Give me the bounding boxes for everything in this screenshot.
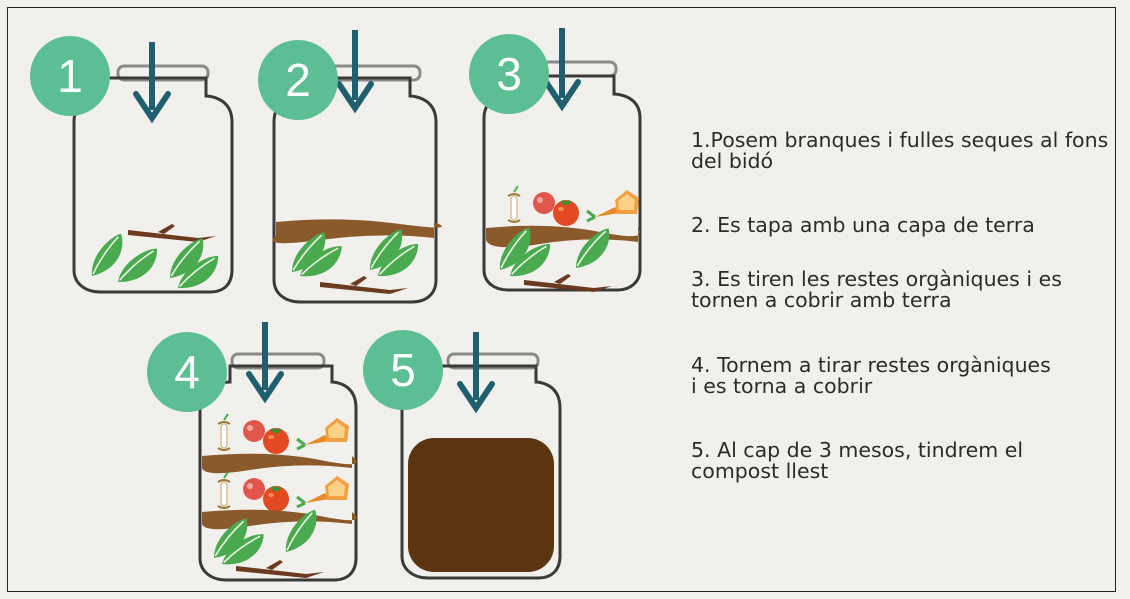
organic-waste [218, 414, 349, 454]
step-badge [147, 332, 227, 412]
soil-layer [272, 219, 442, 244]
arrow-down-icon [457, 381, 495, 414]
diagram-frame [7, 7, 1116, 592]
step-badge [30, 36, 110, 116]
step-number: 1 [57, 50, 83, 102]
step-number: 2 [285, 54, 311, 106]
compost-fill [408, 438, 554, 572]
arrow-down-icon [133, 91, 171, 124]
step-badge [258, 40, 338, 120]
organic-waste [218, 472, 349, 512]
arrow-down-icon [246, 371, 284, 404]
step-number: 5 [390, 344, 416, 396]
jar-3: 3 [469, 28, 642, 292]
step-badge [469, 34, 549, 114]
jar-1: 1 [30, 36, 234, 294]
jar-4: 4 [147, 322, 358, 582]
step-1-text: 1.Posem branques i fulles seques al fons… [691, 128, 1109, 173]
arrow-down-icon [543, 79, 581, 112]
step-2-text: 2. Es tapa amb una capa de terra [691, 213, 1035, 237]
jar-5: 5 [363, 330, 562, 580]
step-number: 3 [496, 48, 522, 100]
jar-2: 2 [258, 30, 442, 304]
arrow-down-icon [336, 81, 374, 114]
step-badge [363, 330, 443, 410]
stick-icon [320, 276, 408, 294]
step-number: 4 [174, 346, 200, 398]
soil-layer [201, 453, 357, 474]
organic-waste [508, 186, 639, 226]
soil-layer [201, 509, 357, 530]
step-3-text: 3. Es tiren les restes orgàniques i es t… [691, 267, 1062, 312]
stick-icon [236, 560, 324, 578]
stick-icon [128, 224, 216, 242]
step-4-text: 4. Tornem a tirar restes orgàniques i es… [691, 353, 1051, 398]
step-5-text: 5. Al cap de 3 mesos, tindrem el compost… [691, 438, 1024, 483]
